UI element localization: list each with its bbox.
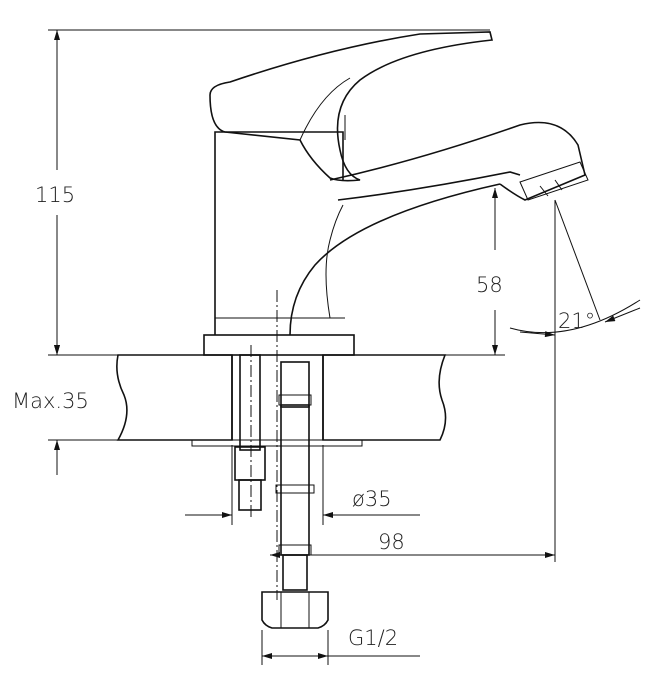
base-flange [203,334,355,356]
hole-diameter-label: ø35 [352,487,392,511]
height-label: 115 [35,183,75,207]
angle-label: 21° [558,309,595,333]
dimension-lines [48,29,641,665]
aerator [519,161,589,201]
spout-height-label: 58 [476,273,503,297]
lever-handle [209,31,493,182]
mounting-bolt [234,354,266,511]
spout-reach-label: 98 [378,530,405,554]
connection-label: G1/2 [348,626,398,650]
hose-nut [261,591,329,629]
flexible-hose [261,361,329,629]
faucet-body [203,121,589,356]
max-thickness-label: Max.35 [12,389,89,413]
